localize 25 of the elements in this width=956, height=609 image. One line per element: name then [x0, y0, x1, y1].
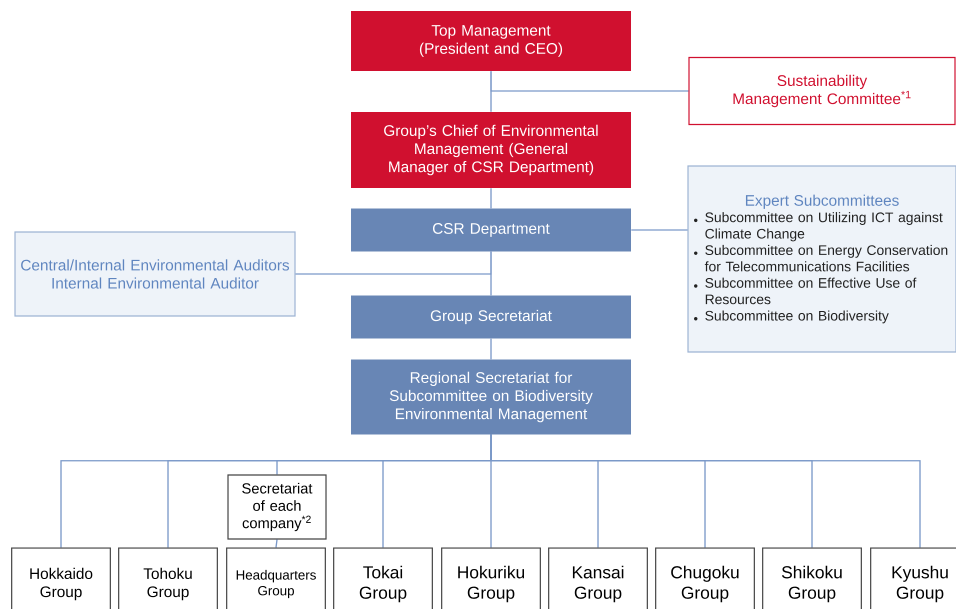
- org-box: Group Secretariat: [351, 296, 631, 338]
- group-box: Hokkaido Group: [11, 547, 111, 609]
- org-box: Regional Secretariat for Subcommittee on Biodiversity Environmental Management: [351, 360, 631, 434]
- subcommittee-box: Expert Subcommittees Subcommittee on Utilizing ICT against Climate Change Subcommittee on Energy Conservation for Telecommunications Facilities Subcommittee on Effective Use of Resources Subcommittee on Biodiversity: [687, 165, 956, 353]
- connector-line: [490, 188, 492, 208]
- connector-line: [490, 338, 492, 360]
- connector-line: [490, 252, 492, 296]
- group-box: Hokuriku Group: [441, 547, 541, 609]
- group-box: Tokai Group: [333, 547, 433, 609]
- auditor-box: Central/Internal Environmental Auditors Internal Environmental Auditor: [14, 231, 296, 317]
- group-box: Tohoku Group: [118, 547, 218, 609]
- connector-line: [275, 540, 278, 548]
- connector-line: [490, 434, 921, 548]
- org-box: Top Management (President and CEO): [351, 11, 631, 71]
- group-box: Chugoku Group: [655, 547, 755, 609]
- connector-line: [490, 71, 688, 92]
- group-box: Kansai Group: [548, 547, 648, 609]
- committee-box: Sustainability Management Committee$^{*1}$: [688, 56, 956, 126]
- org-box: Group’s Chief of Environmental Management (General Manager of CSR Department): [351, 112, 631, 188]
- org-box: CSR Department: [351, 208, 631, 252]
- group-box: Headquarters Group: [226, 547, 326, 609]
- group-box: Secretariat of each company$^{*2}$: [227, 474, 327, 540]
- group-box: Shikoku Group: [762, 547, 862, 609]
- connector-line: [631, 229, 688, 231]
- group-box: Kyushu Group: [870, 547, 956, 609]
